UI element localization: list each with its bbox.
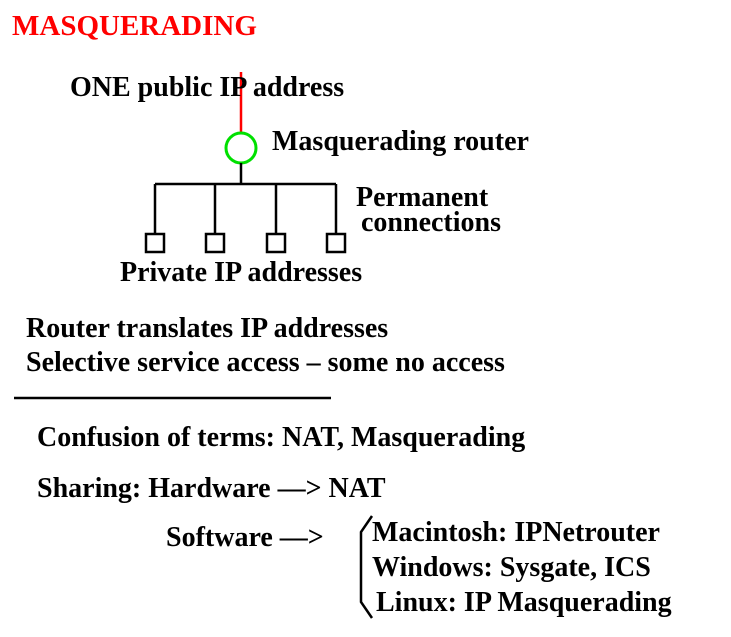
private-ip-label: Private IP addresses	[120, 257, 363, 288]
note-selective-access: Selective service access – some no acces…	[26, 347, 505, 378]
confusion-of-terms: Confusion of terms: NAT, Masquerading	[37, 422, 526, 453]
page-title: MASQUERADING	[12, 10, 257, 42]
permanent-connections-label-line1: Permanent	[356, 182, 489, 213]
host-box	[144, 232, 166, 254]
host-box	[325, 232, 347, 254]
private-hosts	[144, 184, 347, 254]
host-box	[204, 232, 226, 254]
public-ip-label: ONE public IP address	[70, 72, 345, 103]
router-label: Masquerading router	[272, 126, 529, 157]
software-option-macintosh: Macintosh: IPNetrouter	[372, 517, 660, 548]
router-node	[224, 131, 258, 165]
software-option-linux: Linux: IP Masquerading	[376, 587, 672, 618]
sharing-software: Software ––>	[166, 522, 324, 553]
note-translation: Router translates IP addresses	[26, 313, 389, 344]
software-option-windows: Windows: Sysgate, ICS	[372, 552, 651, 583]
software-bracket	[359, 515, 374, 619]
host-box	[265, 232, 287, 254]
sharing-hardware: Sharing: Hardware ––> NAT	[37, 473, 386, 504]
permanent-connections-label-line2: connections	[361, 207, 501, 238]
